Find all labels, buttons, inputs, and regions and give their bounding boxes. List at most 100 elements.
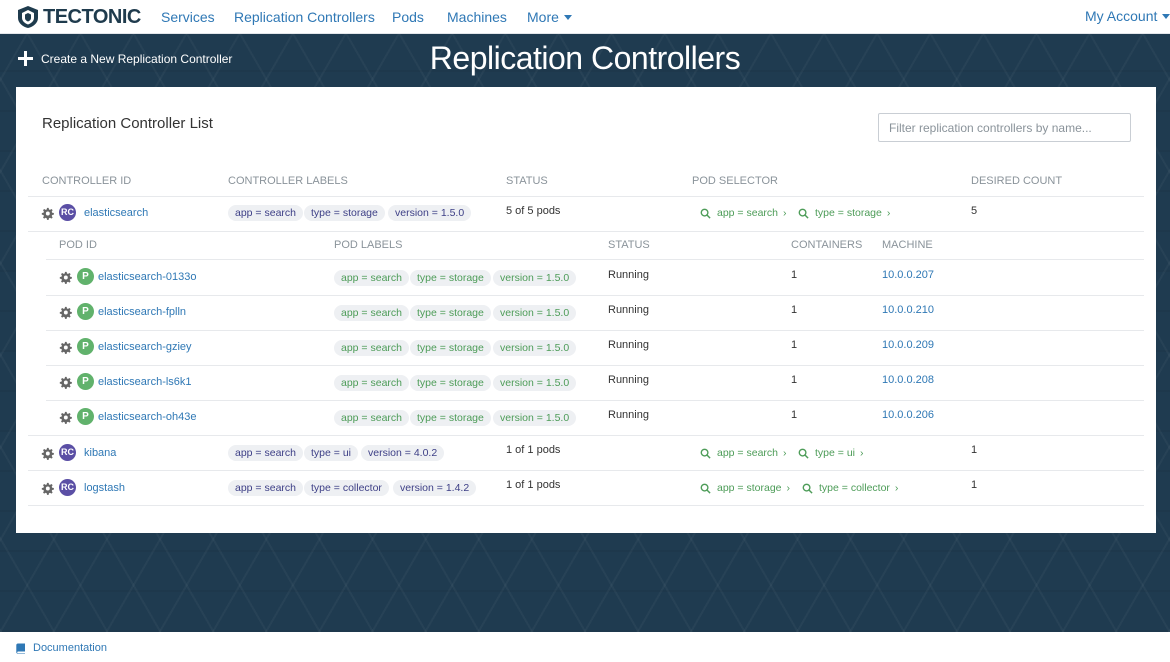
label-pill[interactable]: type = storage	[304, 205, 385, 221]
pod-status: Running	[608, 374, 649, 386]
top-nav: TECTONIC Services Replication Controller…	[0, 0, 1170, 34]
selector-text: type = storage	[815, 207, 882, 219]
nav-machines[interactable]: Machines	[447, 9, 507, 25]
gear-icon[interactable]	[59, 341, 72, 354]
brand-logo[interactable]: TECTONIC	[17, 4, 141, 30]
header-desired-count[interactable]: DESIRED COUNT	[971, 175, 1063, 187]
header-status[interactable]: STATUS	[506, 175, 548, 187]
divider	[46, 330, 1144, 331]
label-pill[interactable]: app = search	[334, 375, 410, 391]
controller-link-elasticsearch[interactable]: elasticsearch	[84, 207, 149, 219]
pod-link[interactable]: elasticsearch-oh43e	[98, 411, 197, 423]
header-pod-status[interactable]: STATUS	[608, 239, 650, 251]
search-icon	[700, 483, 711, 494]
gear-icon[interactable]	[41, 482, 54, 495]
header-pod-id[interactable]: POD ID	[59, 239, 97, 251]
nav-pods[interactable]: Pods	[392, 9, 424, 25]
gear-icon[interactable]	[41, 447, 54, 460]
pod-status: Running	[608, 269, 649, 281]
pod-link[interactable]: elasticsearch-0133o	[98, 271, 197, 283]
gear-icon[interactable]	[41, 207, 54, 220]
machine-link[interactable]: 10.0.0.210	[882, 304, 934, 316]
card-title: Replication Controller List	[42, 115, 213, 132]
label-pill[interactable]: version = 4.0.2	[361, 445, 445, 461]
machine-link[interactable]: 10.0.0.206	[882, 409, 934, 421]
pod-link[interactable]: elasticsearch-ls6k1	[98, 376, 192, 388]
selector-text: app = search	[717, 447, 779, 459]
nav-more-dropdown[interactable]: More	[527, 9, 572, 25]
label-pill[interactable]: app = search	[334, 305, 410, 321]
divider	[46, 400, 1144, 401]
caret-down-icon	[563, 15, 572, 20]
chevron-right-icon: ›	[860, 447, 864, 459]
pod-link[interactable]: elasticsearch-fplln	[98, 306, 187, 318]
create-replication-controller-button[interactable]: Create a New Replication Controller	[18, 51, 232, 66]
page-title: Replication Controllers	[429, 40, 741, 76]
label-pill[interactable]: type = storage	[410, 270, 491, 286]
label-pill[interactable]: version = 1.5.0	[388, 205, 472, 221]
label-pill[interactable]: app = search	[334, 410, 410, 426]
container-count: 1	[791, 339, 798, 351]
pod-badge: P	[77, 268, 94, 285]
pod-badge: P	[77, 338, 94, 355]
header-containers[interactable]: CONTAINERS	[791, 239, 863, 251]
header-pod-labels[interactable]: POD LABELS	[334, 239, 403, 251]
label-pill[interactable]: type = storage	[410, 305, 491, 321]
machine-link[interactable]: 10.0.0.209	[882, 339, 934, 351]
nav-services[interactable]: Services	[161, 9, 215, 25]
label-pill[interactable]: version = 1.4.2	[393, 480, 477, 496]
chevron-right-icon: ›	[783, 207, 787, 219]
pod-selector-link[interactable]: type = storage›	[798, 207, 890, 219]
divider	[28, 231, 1144, 232]
pod-link[interactable]: elasticsearch-gziey	[98, 341, 192, 353]
label-pill[interactable]: type = storage	[410, 375, 491, 391]
header-machine[interactable]: MACHINE	[882, 239, 933, 251]
pod-selector-link[interactable]: type = collector›	[802, 482, 898, 494]
label-pill[interactable]: type = ui	[304, 445, 358, 461]
header-pod-selector[interactable]: POD SELECTOR	[692, 175, 778, 187]
label-pill[interactable]: version = 1.5.0	[493, 270, 577, 286]
book-icon	[16, 643, 25, 654]
gear-icon[interactable]	[59, 376, 72, 389]
header-controller-labels[interactable]: CONTROLLER LABELS	[228, 175, 348, 187]
label-pill[interactable]: version = 1.5.0	[493, 375, 577, 391]
label-pill[interactable]: app = search	[228, 480, 304, 496]
gear-icon[interactable]	[59, 271, 72, 284]
label-pill[interactable]: type = storage	[410, 410, 491, 426]
pod-selector-link[interactable]: app = storage›	[700, 482, 790, 494]
pod-selector-link[interactable]: type = ui›	[798, 447, 864, 459]
controller-link-kibana[interactable]: kibana	[84, 447, 117, 459]
rc-badge: RC	[59, 444, 76, 461]
selector-text: app = search	[717, 207, 779, 219]
pod-selector-link[interactable]: app = search›	[700, 447, 787, 459]
label-pill[interactable]: app = search	[228, 445, 304, 461]
pod-status: Running	[608, 339, 649, 351]
gear-icon[interactable]	[59, 306, 72, 319]
label-pill[interactable]: version = 1.5.0	[493, 410, 577, 426]
create-label: Create a New Replication Controller	[41, 51, 233, 66]
label-pill[interactable]: version = 1.5.0	[493, 340, 577, 356]
filter-input[interactable]	[878, 113, 1131, 142]
label-pill[interactable]: type = collector	[304, 480, 389, 496]
pod-status: Running	[608, 304, 649, 316]
label-pill[interactable]: app = search	[334, 270, 410, 286]
pod-selector-link[interactable]: app = search ›	[700, 207, 787, 219]
my-account-dropdown[interactable]: My Account	[1085, 8, 1170, 24]
controller-link-logstash[interactable]: logstash	[84, 482, 125, 494]
rc-badge: RC	[59, 479, 76, 496]
label-pill[interactable]: version = 1.5.0	[493, 305, 577, 321]
label-pill[interactable]: app = search	[334, 340, 410, 356]
container-count: 1	[791, 374, 798, 386]
machine-link[interactable]: 10.0.0.207	[882, 269, 934, 281]
header-controller-id[interactable]: CONTROLLER ID	[42, 175, 132, 187]
label-pill[interactable]: app = search	[228, 205, 304, 221]
gear-icon[interactable]	[59, 411, 72, 424]
search-icon	[700, 448, 711, 459]
controller-status: 5 of 5 pods	[506, 205, 561, 217]
nav-replication-controllers[interactable]: Replication Controllers	[234, 9, 375, 25]
documentation-link[interactable]: Documentation	[16, 642, 107, 654]
machine-link[interactable]: 10.0.0.208	[882, 374, 934, 386]
label-pill[interactable]: type = storage	[410, 340, 491, 356]
pod-badge: P	[77, 373, 94, 390]
divider	[46, 295, 1144, 296]
